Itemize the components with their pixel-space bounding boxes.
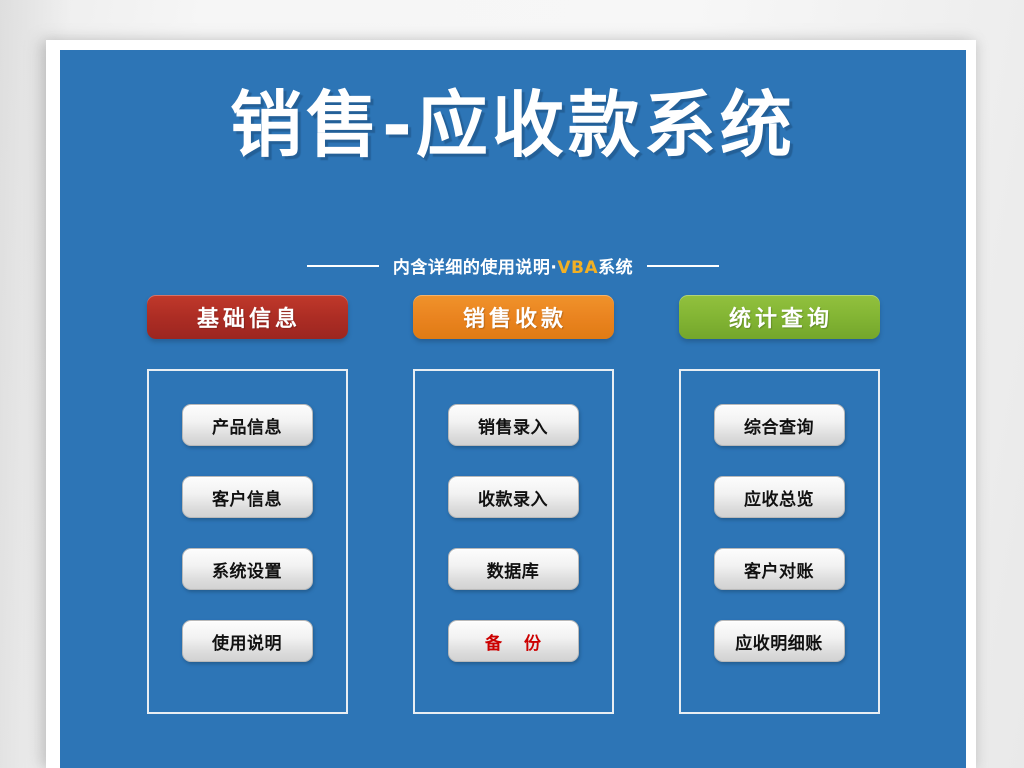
subtitle-prefix: 内含详细的使用说明· — [392, 258, 558, 278]
menu-item-receivables-detail-ledger[interactable]: 应收明细账 — [713, 620, 845, 662]
category-button-basic-info[interactable]: 基础信息 — [146, 295, 348, 339]
category-button-sales-receipts[interactable]: 销售收款 — [412, 295, 614, 339]
menu-column-basic-info: 基础信息 产品信息 客户信息 系统设置 使用说明 — [146, 295, 348, 714]
menu-columns: 基础信息 产品信息 客户信息 系统设置 使用说明 销售收款 销售录入 收款录入 … — [60, 295, 966, 714]
group-box-statistics-query: 综合查询 应收总览 客户对账 应收明细账 — [678, 369, 880, 714]
category-button-statistics-query[interactable]: 统计查询 — [678, 295, 880, 339]
menu-item-customer-info[interactable]: 客户信息 — [181, 476, 313, 518]
menu-column-sales-receipts: 销售收款 销售录入 收款录入 数据库 备 份 — [412, 295, 614, 714]
menu-item-instructions[interactable]: 使用说明 — [181, 620, 313, 662]
menu-item-product-info[interactable]: 产品信息 — [181, 404, 313, 446]
subtitle-row: 内含详细的使用说明·VBA系统 — [60, 253, 966, 278]
menu-item-customer-reconciliation[interactable]: 客户对账 — [713, 548, 845, 590]
menu-item-receivables-overview[interactable]: 应收总览 — [713, 476, 845, 518]
menu-item-backup[interactable]: 备 份 — [447, 620, 579, 662]
menu-column-statistics-query: 统计查询 综合查询 应收总览 客户对账 应收明细账 — [678, 295, 880, 714]
menu-item-database[interactable]: 数据库 — [447, 548, 579, 590]
menu-item-sales-entry[interactable]: 销售录入 — [447, 404, 579, 446]
main-menu-panel: 销售-应收款系统 内含详细的使用说明·VBA系统 基础信息 产品信息 客户信息 … — [60, 50, 966, 768]
menu-item-comprehensive-query[interactable]: 综合查询 — [713, 404, 845, 446]
subtitle-suffix: 系统 — [598, 258, 634, 278]
subtitle: 内含详细的使用说明·VBA系统 — [393, 253, 633, 278]
group-box-basic-info: 产品信息 客户信息 系统设置 使用说明 — [146, 369, 348, 714]
menu-item-receipt-entry[interactable]: 收款录入 — [447, 476, 579, 518]
menu-item-system-settings[interactable]: 系统设置 — [181, 548, 313, 590]
page-title: 销售-应收款系统 — [230, 83, 796, 167]
subtitle-highlight: VBA — [557, 258, 599, 278]
subtitle-rule-left — [306, 264, 379, 267]
subtitle-rule-right — [647, 264, 720, 267]
group-box-sales-receipts: 销售录入 收款录入 数据库 备 份 — [412, 369, 614, 714]
